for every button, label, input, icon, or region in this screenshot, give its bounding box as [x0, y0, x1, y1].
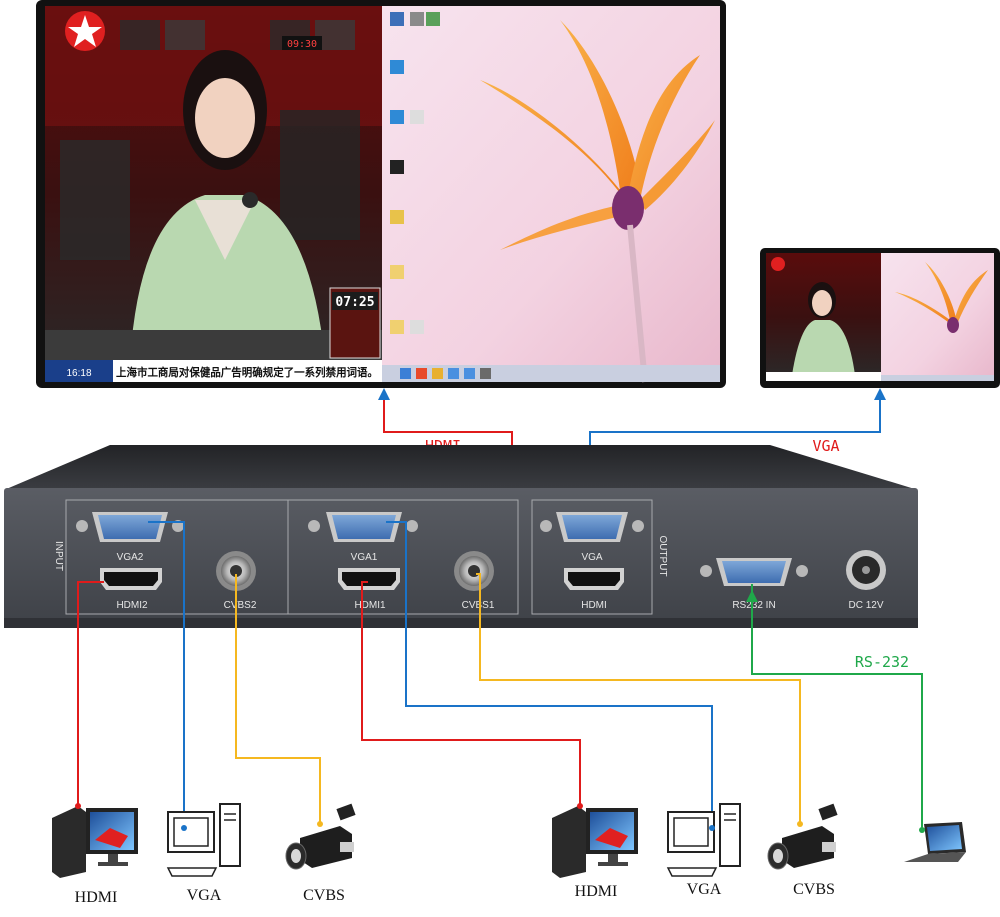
- channel-logo: [65, 11, 105, 51]
- hdmi-output-arrow: [378, 388, 390, 400]
- hdmi-out-label: HDMI: [581, 600, 607, 611]
- desktop-icons: [390, 12, 440, 334]
- vga1-input-cable: [386, 521, 713, 828]
- vga2-label: VGA2: [117, 552, 144, 563]
- news-anchor: [130, 50, 325, 360]
- dc-power-port: [846, 550, 886, 590]
- source-right-cvbs-label: CVBS: [793, 881, 835, 898]
- input1-section: [287, 499, 519, 615]
- cvbs1-input-cable: [476, 573, 801, 822]
- rs232-cable-label: RS-232: [855, 653, 909, 671]
- hdmi1-label: HDMI1: [354, 600, 386, 611]
- device-top-surface: [4, 445, 918, 490]
- flower-wallpaper: [480, 20, 715, 383]
- vga1-port: [308, 512, 418, 542]
- vga-source-pc-right: [666, 803, 741, 877]
- rs232-arrow: [746, 590, 758, 602]
- ticker-time: 16:18: [66, 368, 91, 379]
- cvbs2-label: CVBS2: [224, 600, 257, 611]
- rs232-label: RS232 IN: [732, 600, 775, 611]
- switcher-device: INPUT OUTPUT VGA2 HDMI2 CVBS2 VGA1: [4, 445, 918, 628]
- rs232-control-laptop: [904, 822, 966, 862]
- source-right-hdmi-label: HDMI: [575, 883, 618, 900]
- clock-inset: 07:25: [335, 295, 374, 310]
- vga1-label: VGA1: [351, 552, 378, 563]
- desktop-pane: [382, 6, 720, 383]
- studio-clock: 09:30: [287, 39, 317, 50]
- cvbs1-label: CVBS1: [462, 600, 495, 611]
- rs232-port: [700, 558, 808, 586]
- output-label: OUTPUT: [657, 535, 668, 576]
- vga2-input-cable: [148, 521, 185, 828]
- vga-out-label: VGA: [581, 552, 602, 563]
- input-cables: RS-232: [77, 521, 923, 830]
- rs232-cable: [751, 584, 923, 830]
- source-right-vga-label: VGA: [687, 881, 722, 898]
- cvbs1-port: [454, 551, 494, 591]
- hdmi2-label: HDMI2: [116, 600, 148, 611]
- vga-out-port: [540, 512, 644, 542]
- news-broadcast-pane: 09:30 07:25 16:18 上海市: [45, 6, 382, 382]
- input-label: INPUT: [53, 541, 64, 571]
- hdmi1-input-cable: [361, 581, 581, 805]
- cvbs-source-camcorder-left: [285, 803, 356, 870]
- hdmi1-port: [338, 568, 400, 590]
- output-section: [531, 499, 653, 615]
- cvbs2-input-cable: [235, 574, 321, 822]
- cvbs-source-camcorder-right: [767, 803, 838, 870]
- main-display: 09:30 07:25 16:18 上海市: [36, 0, 726, 388]
- hdmi-source-pc-left: [52, 803, 138, 878]
- vga-output-arrow: [874, 388, 886, 400]
- cvbs2-port: [216, 551, 256, 591]
- dc-label: DC 12V: [848, 600, 883, 611]
- vga-source-pc-left: [166, 803, 241, 877]
- source-left-hdmi-label: HDMI: [75, 889, 118, 906]
- ticker-text: 上海市工商局对保健品广告明确规定了一系列禁用词语。: [116, 365, 378, 379]
- taskbar: [400, 368, 491, 379]
- hdmi-out-port: [564, 568, 624, 590]
- vga2-port: [76, 512, 184, 542]
- hdmi2-port: [100, 568, 162, 590]
- source-left-vga-label: VGA: [187, 887, 222, 904]
- hdmi2-input-cable: [77, 581, 104, 805]
- hdmi-source-pc-right: [552, 803, 638, 878]
- source-left-cvbs-label: CVBS: [303, 887, 345, 904]
- secondary-monitor: [760, 248, 1000, 388]
- vga-output-label: VGA: [812, 437, 839, 455]
